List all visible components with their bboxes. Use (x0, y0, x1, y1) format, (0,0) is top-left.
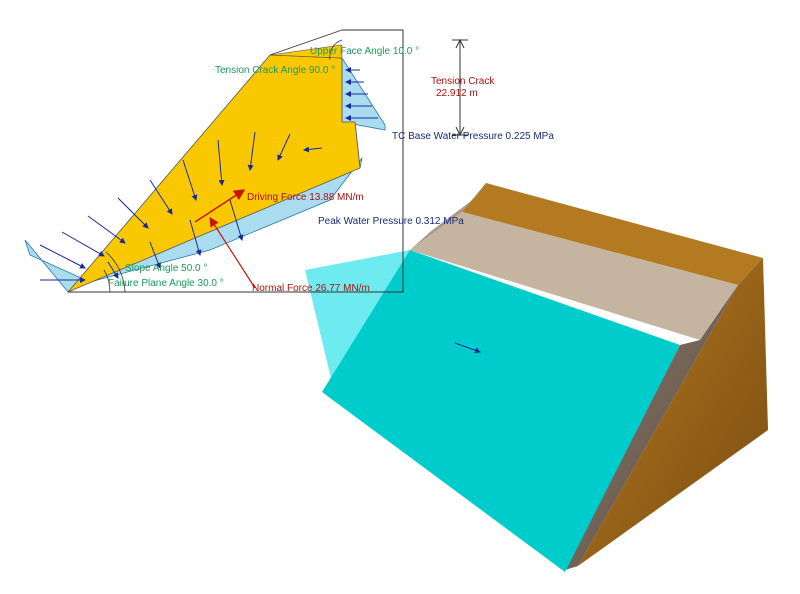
upper-face-strip (269, 44, 343, 59)
normal-force-arrow (209, 216, 256, 289)
failure-plane-angle-arc (103, 269, 111, 293)
sliding-wedge (67, 54, 361, 293)
failure-plane-angle-label: Failure Plane Angle 30.0 ° (108, 278, 224, 289)
tension-crack-angle-arc (329, 39, 343, 61)
rock-side-face (565, 285, 738, 570)
failure-plane-pressure-arrows (39, 131, 323, 269)
upper-face-angle-label: Upper Face Angle 10.0 ° (310, 46, 419, 57)
driving-force-arrow (194, 189, 246, 223)
soil-top-face (462, 183, 763, 285)
tension-crack-depth: 22.912 m (436, 88, 478, 99)
water-translucent-face (305, 250, 410, 395)
slope-angle-arc (105, 251, 126, 293)
rock-top-band (410, 183, 486, 250)
soil-side-face (578, 258, 768, 566)
peak-water-pressure-label: Peak Water Pressure 0.312 MPa (318, 216, 464, 227)
driving-force-label: Driving Force 13.88 MN/m (247, 192, 364, 203)
tc-base-water-pressure-label: TC Base Water Pressure 0.225 MPa (392, 131, 554, 142)
3d-wedge-model (305, 183, 768, 572)
2d-section-diagram: Upper Face Angle 10.0 ° Tension Crack An… (24, 29, 554, 294)
rock-top-face (410, 212, 738, 340)
tension-crack-pressure-arrows (345, 67, 378, 121)
tension-crack-title: Tension Crack (431, 76, 495, 87)
lower-pressure-arrows (40, 199, 244, 283)
resultant-arrow (454, 342, 481, 354)
tension-crack-angle-label: Tension Crack Angle 90.0 ° (215, 65, 335, 76)
normal-force-label: Normal Force 26.77 MN/m (252, 283, 370, 294)
tension-crack-dimension (452, 38, 468, 137)
section-frame (68, 29, 404, 293)
top-face-line (269, 29, 343, 56)
slope-angle-label: Slope Angle 50.0 ° (125, 263, 207, 274)
water-front-face (322, 250, 680, 572)
